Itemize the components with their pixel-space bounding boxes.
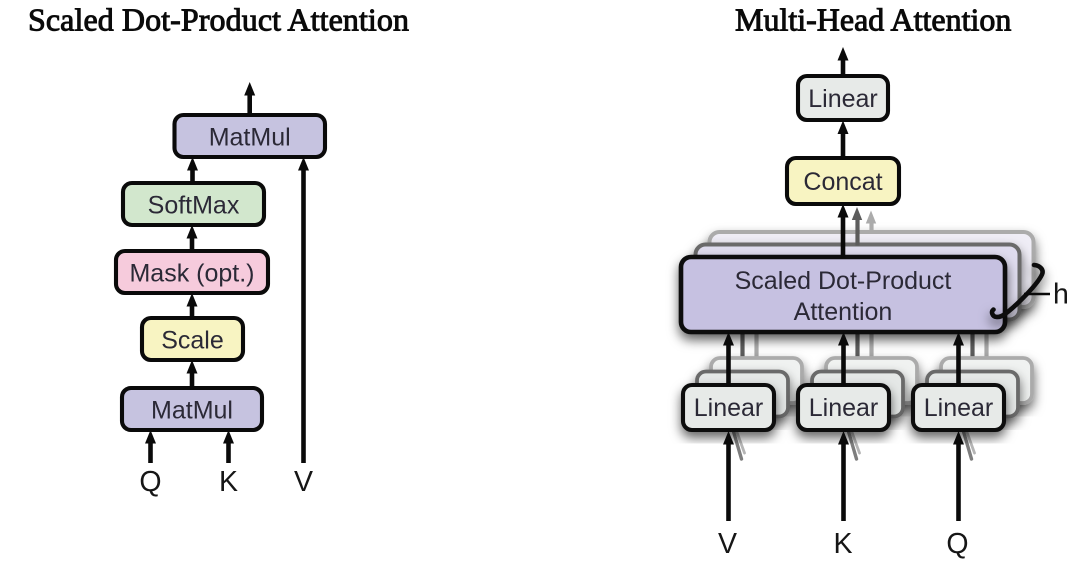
svg-text:Q: Q <box>946 528 968 560</box>
svg-text:K: K <box>219 466 238 498</box>
svg-text:Linear: Linear <box>694 394 764 422</box>
svg-text:V: V <box>718 528 737 560</box>
svg-text:Scaled Dot-Product Attention: Scaled Dot-Product Attention <box>28 2 409 38</box>
svg-text:Multi-Head Attention: Multi-Head Attention <box>735 2 1011 38</box>
svg-text:Attention: Attention <box>794 298 893 326</box>
svg-text:Linear: Linear <box>924 394 994 422</box>
svg-text:V: V <box>294 466 313 498</box>
svg-text:SoftMax: SoftMax <box>148 192 240 220</box>
svg-text:K: K <box>833 528 852 560</box>
svg-text:MatMul: MatMul <box>151 397 233 425</box>
svg-text:Scale: Scale <box>161 327 224 355</box>
svg-text:Scaled Dot-Product: Scaled Dot-Product <box>735 267 952 295</box>
svg-text:Linear: Linear <box>809 394 879 422</box>
svg-text:Mask (opt.): Mask (opt.) <box>129 260 254 288</box>
svg-text:Q: Q <box>139 466 161 498</box>
svg-text:h: h <box>1053 279 1069 311</box>
svg-text:Concat: Concat <box>803 168 882 196</box>
svg-text:MatMul: MatMul <box>209 124 291 152</box>
svg-text:Linear: Linear <box>808 85 878 113</box>
